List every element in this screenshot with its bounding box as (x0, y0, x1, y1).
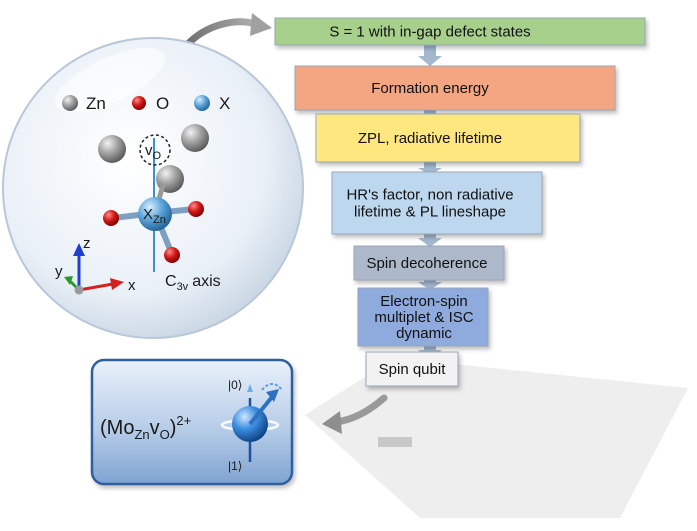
vacancy-circle (139, 134, 171, 166)
workflow-steps: S = 1 with in-gap defect statesFormation… (274, 17, 646, 387)
workflow-step-label: HR's factor, non radiative (346, 187, 513, 204)
x-center-atom (138, 197, 172, 231)
o-legend-icon (132, 96, 146, 110)
workflow-step-box (274, 17, 646, 46)
zn-atom-left (98, 135, 126, 163)
ket-zero-label: |0⟩ (228, 378, 242, 392)
workflow-step-box (357, 287, 489, 347)
coordinate-axes (64, 243, 124, 295)
o-atom-left (103, 210, 119, 226)
qubit-spin-icon (220, 383, 283, 462)
axis-z-label: z (83, 235, 91, 252)
x-legend-label: X (219, 94, 230, 113)
floor-plane (305, 358, 688, 518)
workflow-step-label: lifetime & PL lineshape (354, 204, 506, 221)
workflow-step-1 (274, 17, 646, 46)
workflow-step-label: Spin decoherence (367, 255, 488, 272)
workflow-step-7 (365, 351, 459, 387)
workflow-step-label: Spin qubit (379, 361, 447, 378)
zn-legend-icon (62, 95, 78, 111)
workflow-step-label: ZPL, radiative lifetime (358, 130, 502, 147)
workflow-step-box (315, 113, 581, 163)
workflow-step-label: dynamic (396, 325, 452, 342)
workflow-step-box (353, 245, 505, 281)
workflow-step-label: S = 1 with in-gap defect states (329, 24, 530, 41)
qubit-panel-box (90, 358, 294, 486)
o-atom-right (188, 201, 204, 217)
floor-slot (378, 437, 412, 447)
workflow-step-box (331, 171, 543, 235)
axis-x-label: x (128, 277, 136, 294)
zn-legend-label: Zn (86, 94, 106, 113)
zn-atom-right (181, 124, 209, 152)
workflow-step-label: multiplet & ISC (374, 309, 473, 326)
o-legend-label: O (156, 94, 169, 113)
x-center-label: XZn (143, 206, 166, 226)
workflow-step-6 (357, 287, 489, 347)
workflow-step-2 (294, 65, 616, 111)
workflow-step-label: Formation energy (371, 80, 489, 97)
workflow-step-box (294, 65, 616, 111)
qubit-panel (90, 358, 294, 486)
o-atom-bottom (164, 247, 180, 263)
workflow-step-3 (315, 113, 581, 163)
axis-y-label: y (55, 263, 63, 280)
workflow-step-label: Electron-spin (380, 293, 468, 310)
curved-arrow-bottom (322, 394, 388, 434)
workflow-step-4 (331, 171, 543, 235)
workflow-step-box (365, 351, 459, 387)
qubit-formula: (MoZnvO)2+ (100, 413, 191, 442)
vacancy-label: vO (145, 142, 162, 162)
sphere-highlight (54, 47, 166, 113)
x-legend-icon (194, 95, 210, 111)
curved-arrow-top (182, 13, 272, 50)
workflow-step-5 (353, 245, 505, 281)
ket-one-label: |1⟩ (228, 459, 242, 473)
